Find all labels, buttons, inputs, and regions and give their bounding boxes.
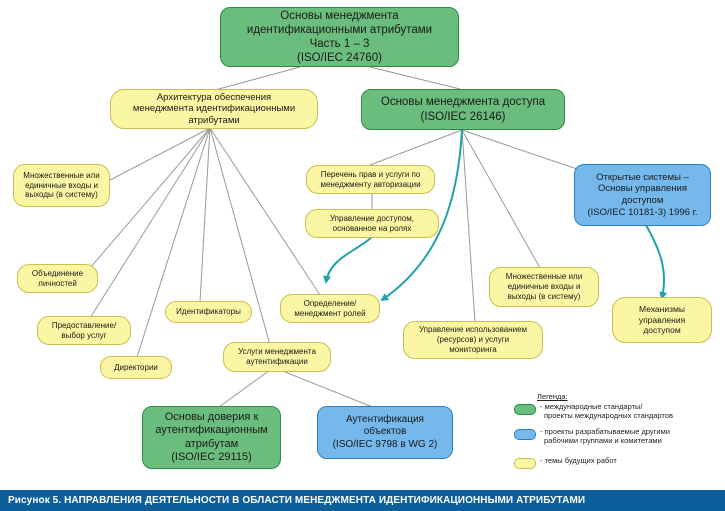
node-usage-monitoring: Управление использованием (ресурсов) и у…: [403, 321, 543, 359]
edge-auth-trust: [214, 369, 271, 411]
arrow-access-roles: [380, 129, 463, 302]
node-identity-federation: Объединение личностей: [17, 264, 98, 293]
edge-auth-object: [279, 369, 381, 411]
edge-arch-multi-left: [109, 127, 211, 181]
node-identity-management-fundamentals: Основы менеджмента идентификационными ат…: [220, 7, 459, 67]
edge-arch-provide: [89, 127, 211, 319]
edge-arch-identifiers: [199, 127, 211, 303]
legend-item-future: - темы будущих работ: [514, 456, 617, 469]
legend-item-other-groups: - проекты разрабатываемые другими рабочи…: [514, 427, 670, 445]
node-identifiers: Идентификаторы: [165, 301, 252, 323]
node-authentication-trust: Основы доверия к аутентификационным атри…: [142, 406, 281, 469]
node-role-based-access: Управление доступом, основанное на ролях: [305, 209, 439, 238]
edge-access-open: [461, 129, 581, 171]
legend-item-international: - международные стандарты/ проекты между…: [514, 402, 673, 420]
edge-root-arch: [214, 66, 301, 91]
arrow-open-mechanisms: [645, 224, 668, 300]
figure-caption: Рисунок 5. НАПРАВЛЕНИЯ ДЕЯТЕЛЬНОСТИ В ОБ…: [0, 490, 725, 511]
edge-access-rights: [369, 129, 463, 166]
edge-arch-auth-services: [209, 127, 271, 346]
node-access-mechanisms: Механизмы управления доступом: [612, 297, 712, 343]
node-object-authentication: Аутентификация объектов (ISO/IEC 9798 в …: [317, 406, 453, 459]
legend-swatch-yellow: [514, 458, 536, 469]
edge-access-usage: [461, 129, 476, 323]
legend-title: Легенда:: [537, 392, 568, 401]
node-directories: Директории: [100, 356, 172, 379]
arrow-rbac-roles: [323, 236, 373, 284]
legend-swatch-blue: [514, 429, 536, 440]
node-multi-sign-on-left: Множественные или единичные входы и выхо…: [13, 164, 110, 207]
node-architecture: Архитектура обеспечения менеджмента иден…: [110, 89, 318, 129]
edge-arch-roles: [209, 127, 321, 296]
edge-arch-directories: [136, 127, 211, 358]
node-open-systems: Открытые системы – Основы управления дос…: [574, 164, 711, 226]
edge-root-access: [369, 66, 461, 90]
node-role-management: Определение/ менеджмент ролей: [280, 294, 380, 323]
node-service-provision: Предоставление/ выбор услуг: [37, 316, 131, 345]
edge-arch-merge: [89, 127, 211, 269]
node-access-management-fundamentals: Основы менеджмента доступа (ISO/IEC 2614…: [361, 89, 565, 130]
node-multi-sign-on-right: Множественные или единичные входы и выхо…: [489, 267, 599, 307]
node-authentication-services: Услуги менеджмента аутентификации: [223, 342, 331, 372]
legend-swatch-green: [514, 404, 536, 415]
edge-access-multi-right: [461, 129, 541, 269]
node-rights-list: Перечень прав и услуги по менеджменту ав…: [306, 165, 435, 194]
